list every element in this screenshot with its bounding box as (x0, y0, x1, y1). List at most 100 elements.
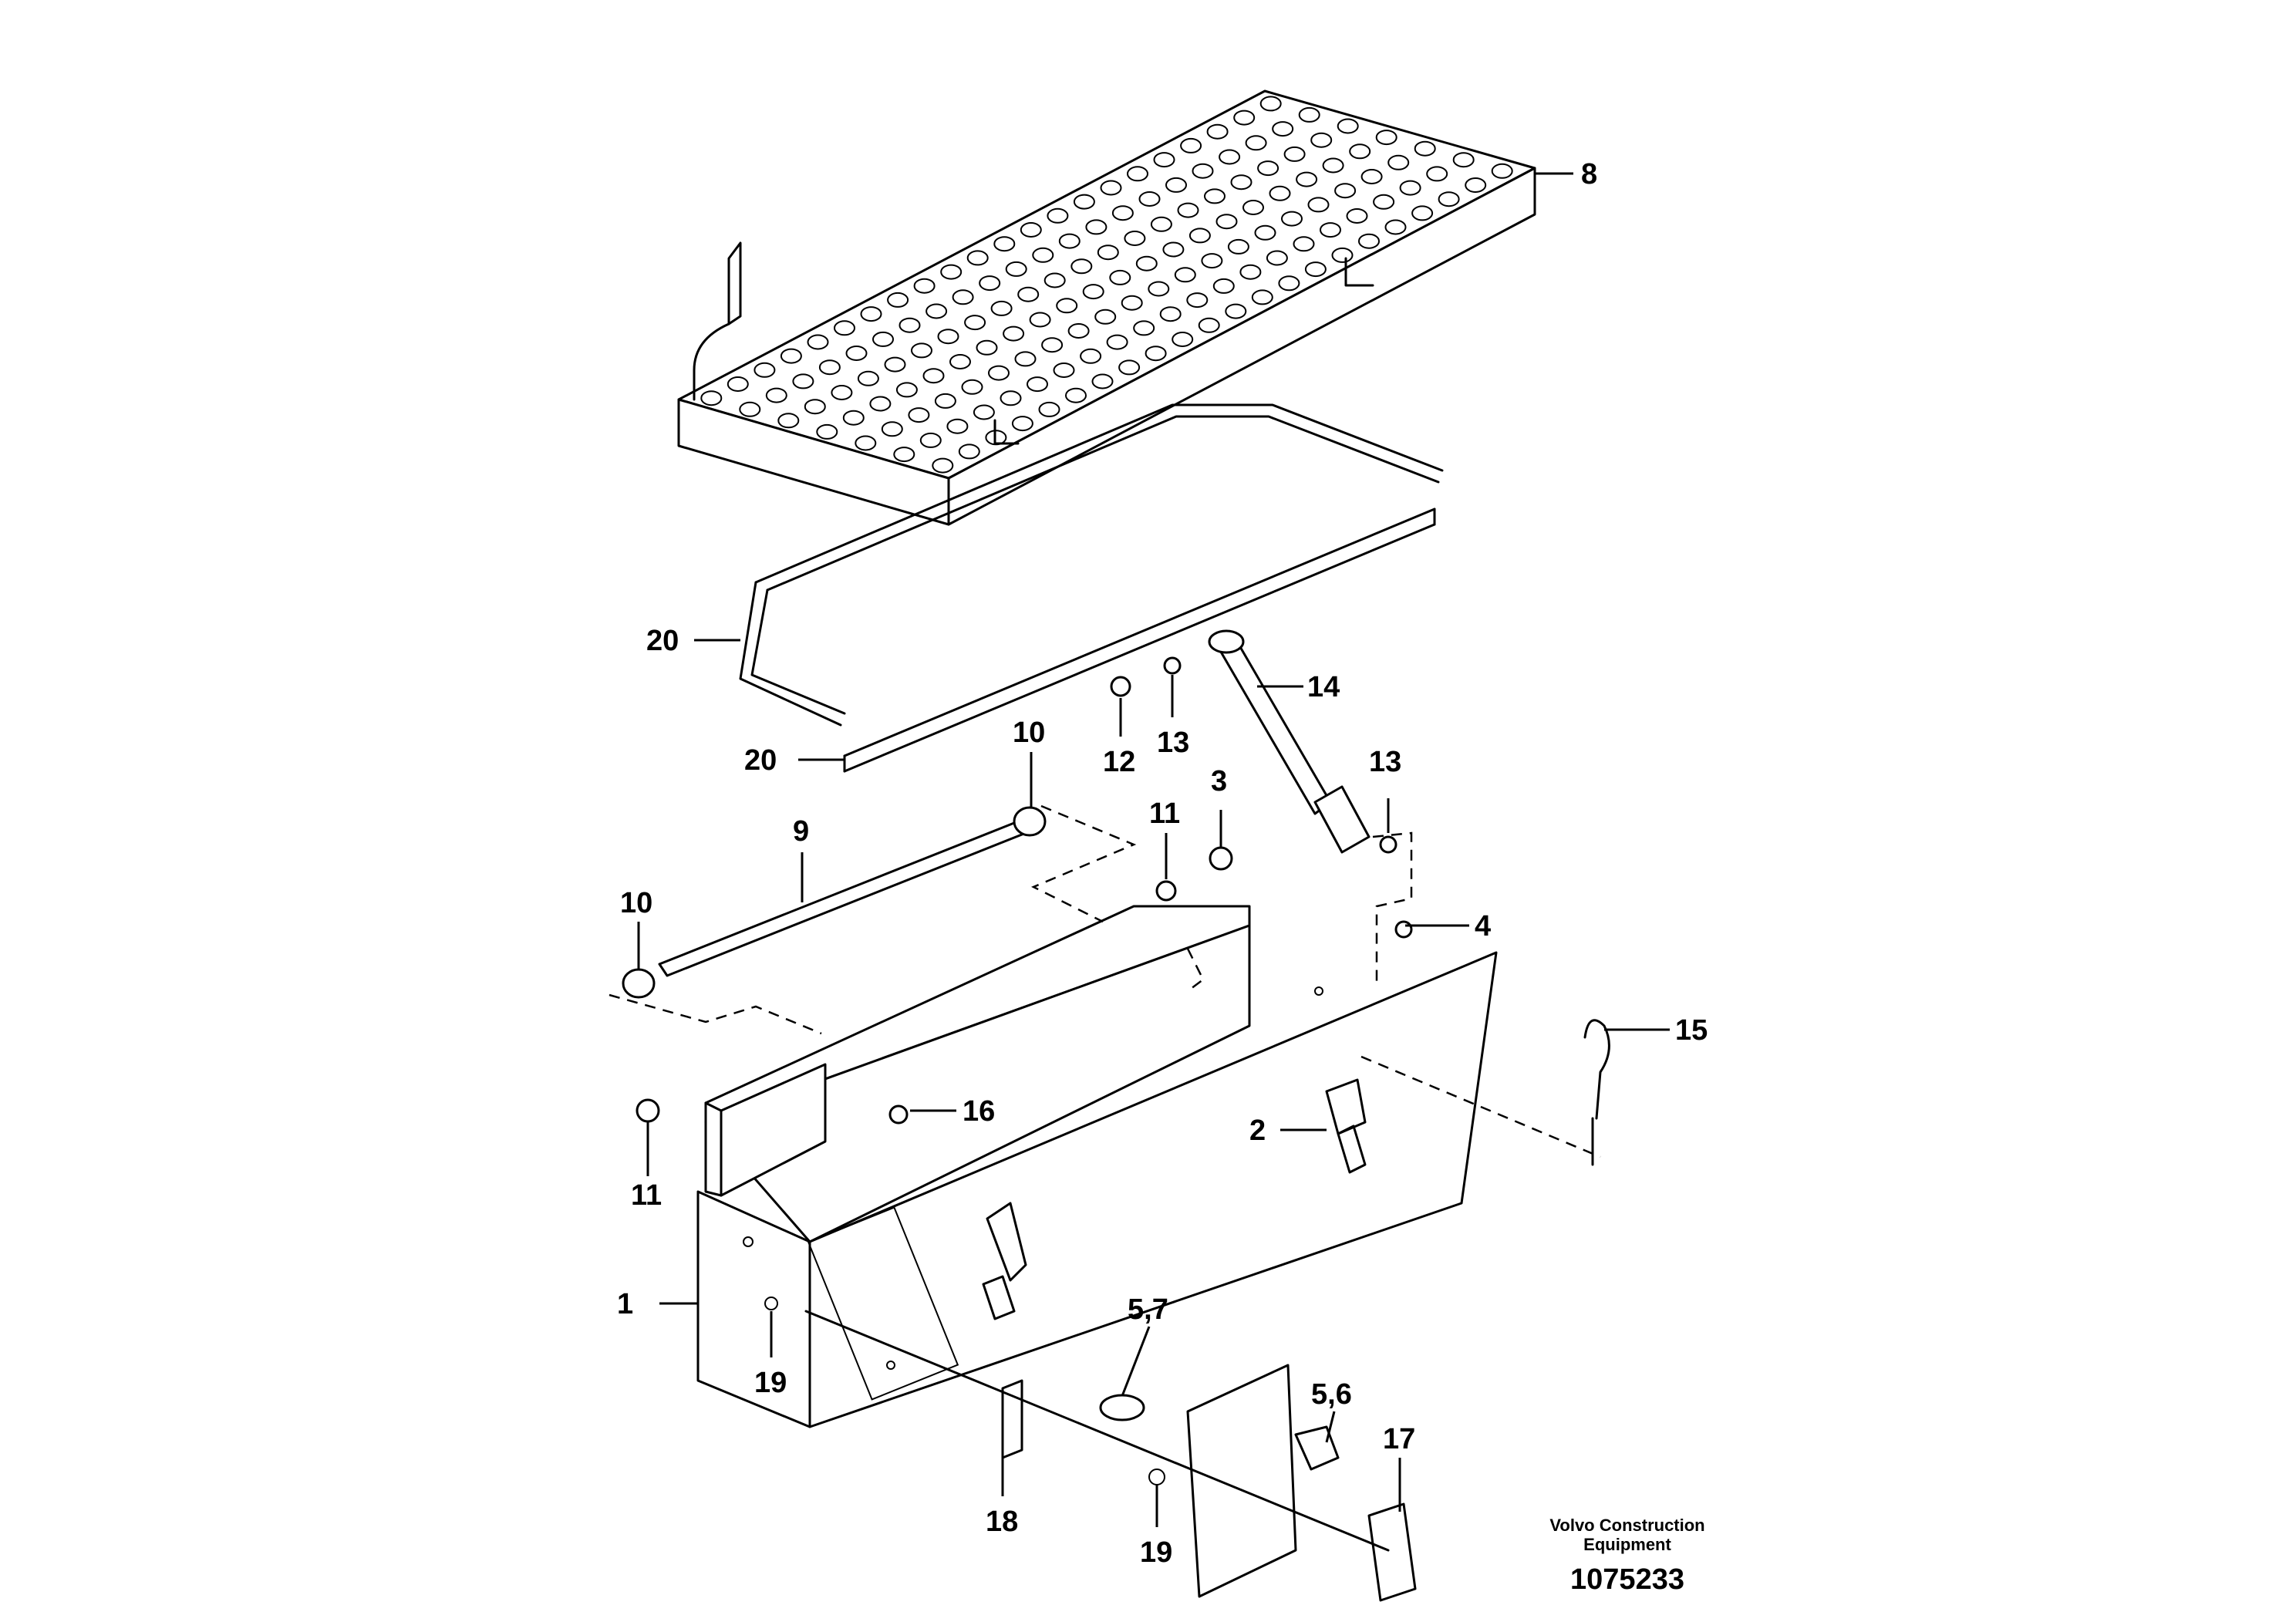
grating-hole (1373, 194, 1395, 210)
grating-hole (946, 418, 969, 434)
grating-hole (845, 346, 868, 361)
grating-hole (1172, 332, 1194, 347)
leader-lines (637, 172, 1670, 1527)
grating-hole (985, 430, 1007, 446)
grating-hole (1000, 390, 1022, 406)
callout-11-lower: 11 (631, 1179, 662, 1212)
grating-hole (807, 334, 829, 350)
grating-hole (1011, 416, 1033, 432)
grating-hole (1127, 166, 1148, 182)
grating-hole (1254, 224, 1276, 241)
grating-hole (765, 387, 787, 403)
grating-hole (1100, 180, 1122, 196)
grating-hole (1307, 197, 1330, 213)
grating-hole (1304, 261, 1327, 278)
grating-hole (1212, 278, 1235, 294)
grating-hole (869, 396, 892, 412)
grating-hole (1375, 130, 1397, 146)
grating-hole (1005, 261, 1027, 277)
grating-hole (818, 359, 841, 376)
callout-8: 8 (1581, 158, 1597, 191)
grating-hole (1174, 267, 1196, 283)
grating-hole (990, 300, 1013, 316)
grating-hole (1281, 211, 1303, 227)
grating-hole (1411, 205, 1434, 221)
gas-strut (1208, 629, 1371, 854)
grating-hole (1106, 334, 1128, 350)
grating-hole (1121, 295, 1143, 311)
callout-labels: 1 2 3 4 5,6 5,7 8 9 10 10 11 11 12 13 13… (617, 158, 1708, 1569)
grating-hole (1452, 152, 1475, 168)
grating-hole (754, 362, 776, 378)
grating-hole (1094, 309, 1117, 325)
grating-hole (1259, 96, 1282, 112)
grating-hole (700, 390, 723, 406)
grating-hole (893, 447, 915, 463)
callout-10-rod-start: 10 (620, 887, 652, 919)
grating-hole (1192, 163, 1214, 179)
grating-hole (966, 250, 989, 266)
grating-hole (937, 329, 959, 345)
grating-hole (831, 385, 853, 400)
grating-hole (855, 435, 877, 451)
grating-hole (1387, 154, 1410, 170)
grating-hole (780, 348, 802, 364)
callout-14: 14 (1307, 671, 1340, 703)
grating-hole (1056, 298, 1078, 314)
grating-hole (1337, 118, 1359, 134)
grating-hole (1245, 135, 1267, 151)
grating-hole (895, 382, 918, 398)
grating-hole (860, 306, 882, 322)
grating-hole (1043, 272, 1066, 288)
grating-hole (908, 407, 930, 423)
grating-hole (1242, 200, 1264, 215)
callout-20-upper: 20 (646, 625, 679, 657)
grating-hole (1266, 250, 1288, 266)
grating-hole (1233, 110, 1256, 126)
grating-hole (919, 432, 942, 448)
grating-hole (1360, 169, 1383, 184)
grating-hole (1186, 292, 1209, 309)
grating-hole (1073, 194, 1095, 210)
grating-hole (1091, 373, 1114, 389)
credit-company-line2: Equipment (1583, 1535, 1671, 1554)
grating-hole (1032, 247, 1054, 263)
grating-hole (1296, 171, 1318, 187)
grating-hole (1346, 208, 1368, 224)
grating-hole (1177, 202, 1199, 218)
grating-hole (1230, 174, 1253, 191)
grating-hole (1038, 401, 1060, 417)
grating-hole (1124, 231, 1146, 246)
callout-9: 9 (793, 815, 809, 848)
grating-hole (1003, 325, 1025, 342)
grating-hole (739, 401, 761, 417)
grating-hole (1384, 219, 1407, 235)
grating-hole (925, 303, 948, 319)
callout-17: 17 (1383, 1423, 1415, 1455)
callout-3: 3 (1211, 765, 1227, 798)
callout-20-lower: 20 (744, 744, 777, 777)
grating-hole (1272, 121, 1294, 137)
grating-hole (1219, 149, 1241, 165)
grating-hole (958, 443, 980, 460)
callout-12: 12 (1103, 746, 1135, 778)
grating-hole (1162, 241, 1185, 258)
callout-2: 2 (1249, 1114, 1266, 1147)
grating-hole (1165, 177, 1187, 193)
grating-hole (964, 315, 986, 331)
grating-hole (884, 356, 906, 373)
grating-hole (1111, 205, 1134, 221)
callout-19-plate: 19 (1140, 1536, 1172, 1569)
grating-hole (1426, 166, 1448, 182)
grating-hole (1145, 346, 1167, 362)
grating-hole (1198, 317, 1220, 333)
callout-1: 1 (617, 1288, 633, 1320)
alignment-lines (609, 804, 1601, 1158)
credit-block: Volvo Construction Equipment 1075233 (1549, 1516, 1704, 1596)
grating-hole (1215, 214, 1238, 230)
grating-hole (1358, 233, 1380, 249)
grating-hole (727, 376, 749, 392)
grating-hole (1138, 191, 1161, 207)
grating-hole (1320, 222, 1341, 238)
grating-hole (1020, 222, 1042, 238)
